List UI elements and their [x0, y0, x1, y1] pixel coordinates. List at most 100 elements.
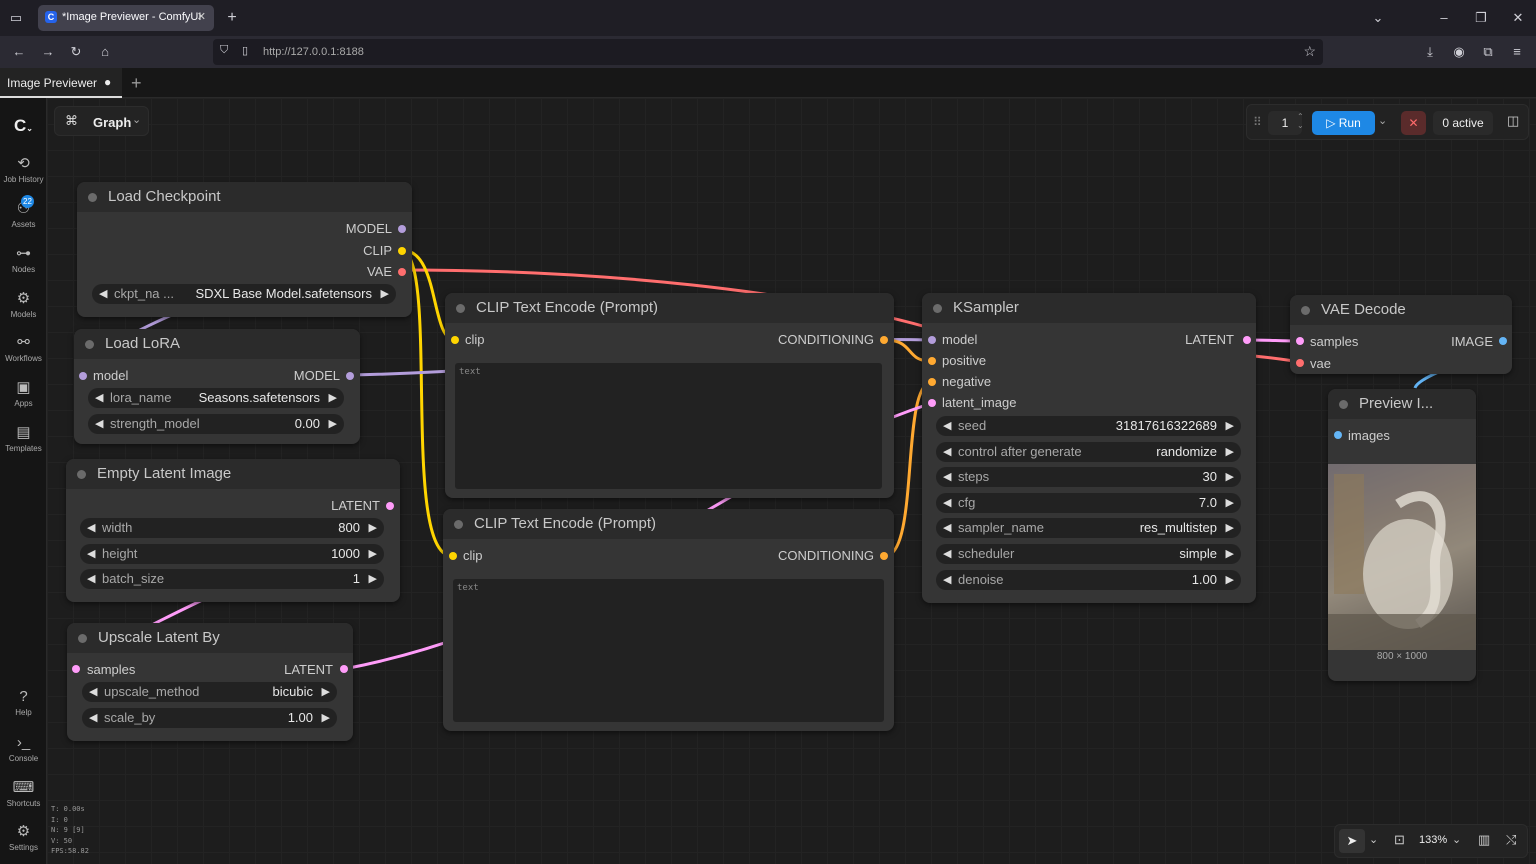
run-button[interactable]: ▷ Run	[1312, 111, 1375, 135]
ckpt-name-combo[interactable]: ◀ ckpt_na ... SDXL Base Model.safetensor…	[92, 284, 396, 304]
input-images-slot[interactable]	[1334, 431, 1342, 439]
node-empty-latent-image[interactable]: Empty Latent Image LATENT ◀ width 800 ▶ …	[66, 459, 400, 602]
right-arrow-icon[interactable]: ▶	[1225, 445, 1234, 458]
left-arrow-icon[interactable]: ◀	[95, 418, 104, 430]
left-arrow-icon[interactable]: ◀	[87, 522, 96, 534]
forward-icon[interactable]: →	[41, 44, 55, 59]
input-clip-slot[interactable]	[449, 552, 457, 560]
scale-by-number[interactable]: ◀ scale_by 1.00 ▶	[82, 708, 337, 728]
right-arrow-icon[interactable]: ▶	[368, 522, 377, 534]
left-arrow-icon[interactable]: ◀	[87, 573, 96, 585]
collapse-dot-icon[interactable]	[85, 340, 94, 349]
left-arrow-icon[interactable]: ◀	[943, 548, 952, 560]
left-arrow-icon[interactable]: ◀	[87, 548, 96, 560]
node-title[interactable]: VAE Decode	[1290, 295, 1512, 325]
active-jobs-button[interactable]: 0 active	[1433, 111, 1493, 135]
pointer-tool-icon[interactable]: ➤	[1339, 829, 1365, 853]
input-clip-slot[interactable]	[451, 336, 459, 344]
node-clip-text-encode-2[interactable]: CLIP Text Encode (Prompt) clip CONDITION…	[443, 509, 894, 731]
prompt-textarea[interactable]: text	[455, 363, 882, 489]
reload-icon[interactable]: ↻	[70, 44, 82, 59]
left-arrow-icon[interactable]: ◀	[943, 496, 952, 509]
preview-image[interactable]	[1328, 464, 1476, 650]
sidebar-item-shortcuts[interactable]: ⌨Shortcuts	[0, 778, 47, 808]
sidebar-item-settings[interactable]: ⚙Settings	[0, 822, 47, 852]
left-arrow-icon[interactable]: ◀	[943, 573, 952, 586]
collapse-dot-icon[interactable]	[88, 193, 97, 202]
collapse-dot-icon[interactable]	[456, 304, 465, 313]
page-icon[interactable]: ▯	[242, 45, 249, 57]
sidebar-item-workflows[interactable]: ⚯Workflows	[0, 333, 47, 363]
url-text[interactable]: http://127.0.0.1:8188	[263, 46, 364, 58]
input-model-slot[interactable]	[928, 336, 936, 344]
node-title[interactable]: Load Checkpoint	[77, 182, 412, 212]
lora-name-combo[interactable]: ◀ lora_name Seasons.safetensors ▶	[88, 388, 344, 408]
output-latent-slot[interactable]	[1243, 336, 1251, 344]
right-arrow-icon[interactable]: ▶	[368, 573, 377, 585]
minimap-icon[interactable]: ▥	[1478, 832, 1491, 847]
node-ksampler[interactable]: KSampler model positive negative latent_…	[922, 293, 1256, 603]
node-clip-text-encode-1[interactable]: CLIP Text Encode (Prompt) clip CONDITION…	[445, 293, 894, 498]
input-vae-slot[interactable]	[1296, 359, 1304, 367]
node-title[interactable]: Preview I...	[1328, 389, 1476, 419]
sidebar-item-job-history[interactable]: ⟲Job History	[0, 154, 47, 184]
collapse-dot-icon[interactable]	[78, 634, 87, 643]
right-arrow-icon[interactable]: ▶	[1225, 496, 1234, 509]
output-conditioning-slot[interactable]	[880, 336, 888, 344]
sidebar-item-help[interactable]: ?Help	[0, 688, 47, 717]
collapse-dot-icon[interactable]	[1301, 306, 1310, 315]
new-tab-icon[interactable]: +	[227, 9, 237, 26]
right-arrow-icon[interactable]: ▶	[328, 418, 337, 430]
right-arrow-icon[interactable]: ▶	[1225, 548, 1234, 560]
output-vae-slot[interactable]	[398, 268, 406, 276]
output-clip-slot[interactable]	[398, 247, 406, 255]
new-workflow-icon[interactable]: +	[131, 73, 142, 93]
window-close-icon[interactable]: ✕	[1512, 10, 1524, 25]
account-icon[interactable]: ◉	[1453, 44, 1465, 59]
node-title[interactable]: Upscale Latent By	[67, 623, 353, 653]
left-arrow-icon[interactable]: ◀	[99, 288, 108, 300]
bookmark-star-icon[interactable]: ☆	[1303, 43, 1316, 59]
output-model-slot[interactable]	[346, 372, 354, 380]
input-samples-slot[interactable]	[1296, 337, 1304, 345]
sidebar-item-models[interactable]: ⚙Models	[0, 289, 47, 319]
left-arrow-icon[interactable]: ◀	[943, 471, 952, 484]
collapse-dot-icon[interactable]	[77, 470, 86, 479]
node-preview-image[interactable]: Preview I... images 800 × 1000	[1328, 389, 1476, 681]
upscale-method-combo[interactable]: ◀ upscale_method bicubic ▶	[82, 682, 337, 702]
browser-tab[interactable]: C *Image Previewer - ComfyUI ✕	[38, 5, 214, 31]
right-arrow-icon[interactable]: ▶	[1225, 471, 1234, 484]
node-title[interactable]: KSampler	[922, 293, 1256, 323]
node-title[interactable]: Load LoRA	[74, 329, 360, 359]
right-arrow-icon[interactable]: ▶	[368, 548, 377, 560]
collapse-dot-icon[interactable]	[933, 304, 942, 313]
output-conditioning-slot[interactable]	[880, 552, 888, 560]
fit-view-icon[interactable]: ⊡	[1394, 832, 1405, 847]
drag-handle-icon[interactable]: ⠿	[1253, 115, 1262, 129]
right-arrow-icon[interactable]: ▶	[1225, 420, 1234, 432]
minimize-icon[interactable]: –	[1440, 10, 1448, 25]
url-bar[interactable]: ⛉ ▯ http://127.0.0.1:8188 ☆	[213, 39, 1323, 65]
height-number[interactable]: ◀ height 1000 ▶	[80, 544, 384, 564]
output-latent-slot[interactable]	[386, 502, 394, 510]
chevron-down-icon[interactable]: ⌄	[1369, 834, 1379, 846]
extensions-icon[interactable]: ⧉	[1483, 44, 1493, 59]
left-arrow-icon[interactable]: ◀	[89, 712, 98, 724]
right-arrow-icon[interactable]: ▶	[1225, 522, 1234, 535]
node-title[interactable]: CLIP Text Encode (Prompt)	[445, 293, 894, 323]
sidebar-item-nodes[interactable]: ⊶Nodes	[0, 244, 47, 274]
menu-icon[interactable]: ≡	[1513, 44, 1521, 59]
sidebar-item-templates[interactable]: ▤Templates	[0, 423, 47, 453]
node-load-checkpoint[interactable]: Load Checkpoint MODEL CLIP VAE ◀ ckpt_na…	[77, 182, 412, 317]
output-image-slot[interactable]	[1499, 337, 1507, 345]
input-model-slot[interactable]	[79, 372, 87, 380]
sidebar-item-apps[interactable]: ▣Apps	[0, 378, 47, 408]
chevron-down-icon[interactable]: ⌄	[1372, 10, 1384, 25]
left-arrow-icon[interactable]: ◀	[943, 445, 952, 458]
width-number[interactable]: ◀ width 800 ▶	[80, 518, 384, 538]
